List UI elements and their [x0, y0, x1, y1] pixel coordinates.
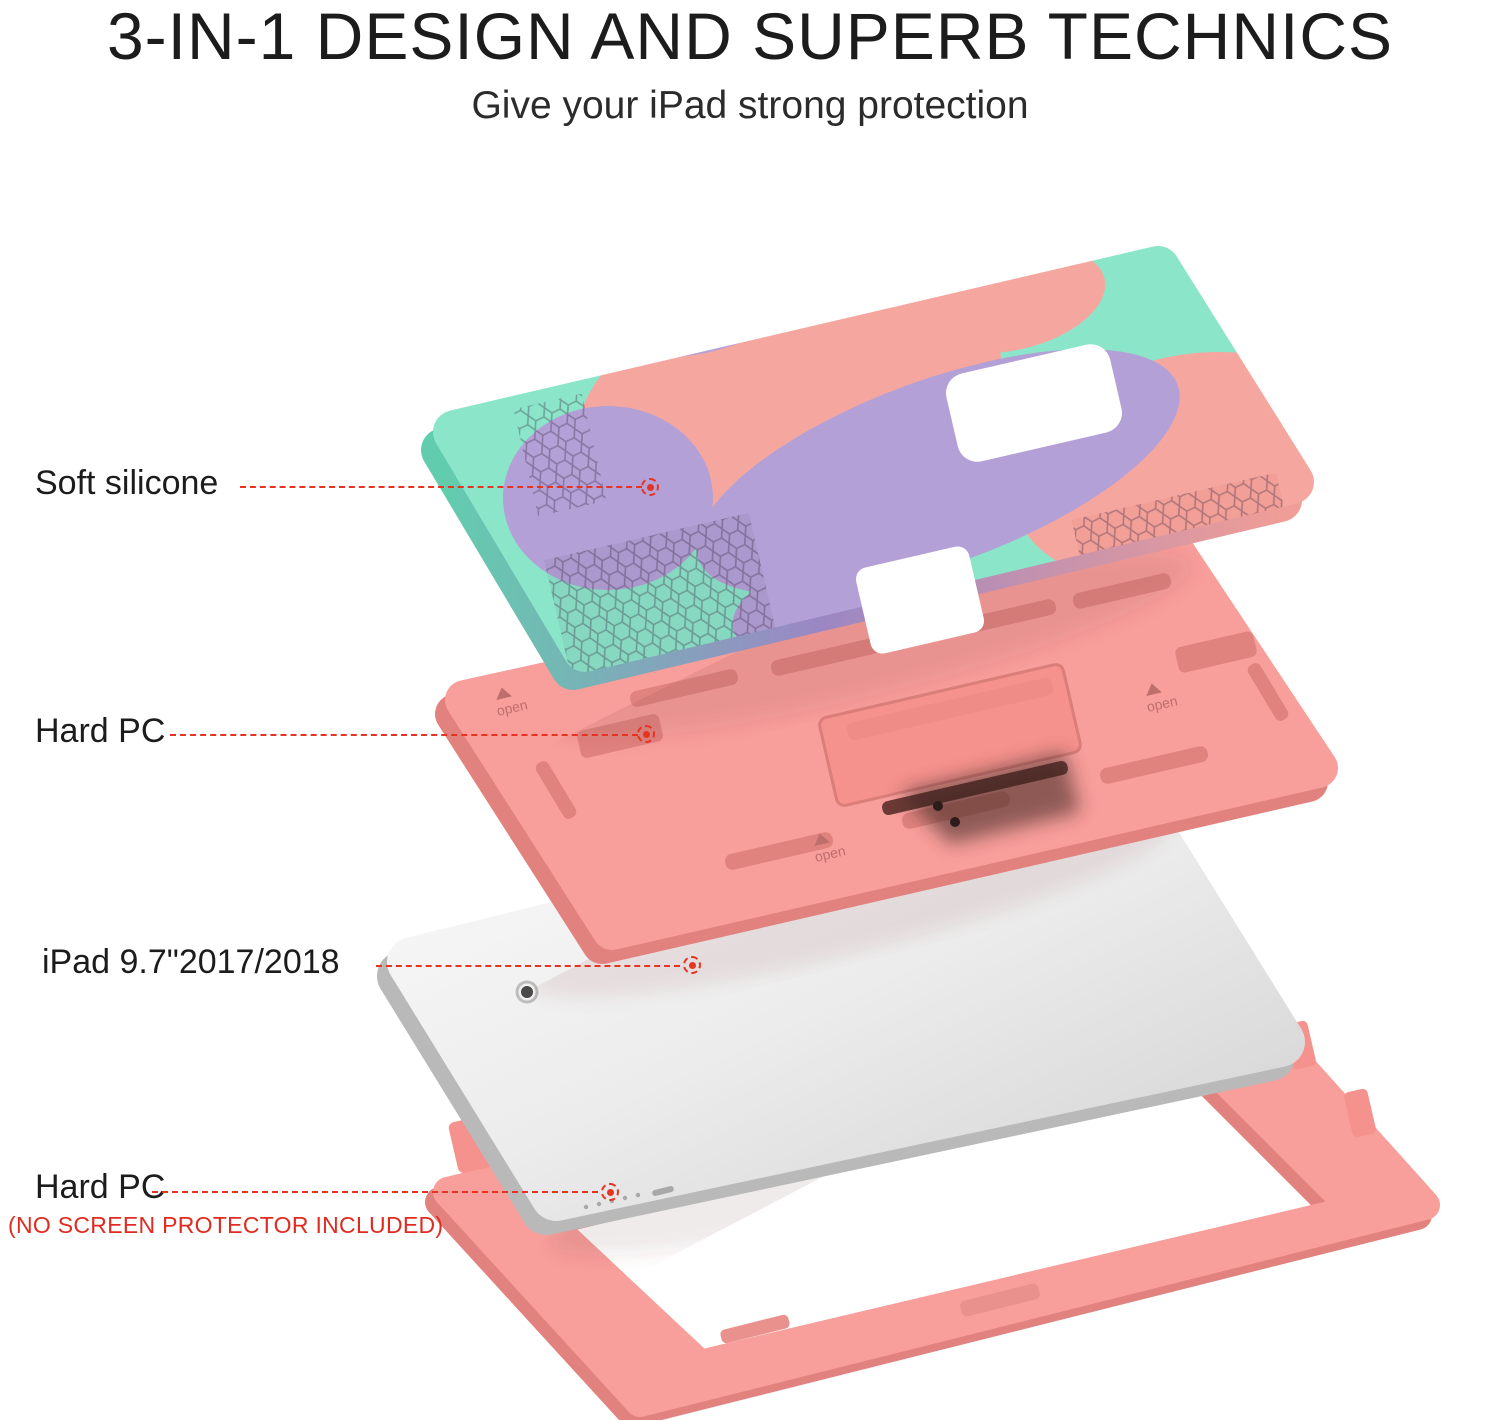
- open-arrow-icon: [814, 833, 830, 846]
- annotation-label: iPad 9.7"2017/2018: [42, 943, 340, 981]
- annotation-soft-silicone: Soft silicone: [35, 464, 218, 503]
- page-title: 3-IN-1 DESIGN AND SUPERB TECHNICS: [106, 0, 1394, 73]
- honeycomb-grip-texture: [513, 269, 1299, 678]
- open-mark: open: [813, 833, 847, 865]
- open-label: open: [813, 842, 847, 865]
- target-marker-soft-silicone: [641, 478, 659, 496]
- leader-line-soft-silicone: [240, 486, 642, 488]
- ipad-port-holes: [583, 1186, 674, 1210]
- annotation-label: Soft silicone: [35, 464, 219, 502]
- kickstand-hinge: [933, 801, 943, 811]
- ipad-camera-ring: [515, 980, 539, 1004]
- silicone-case-layer: [380, 215, 1370, 705]
- frame-slot: [720, 1314, 790, 1344]
- leader-line-hard-pc-top: [170, 734, 638, 736]
- case-window-cutout: [946, 344, 1122, 462]
- target-marker-ipad: [683, 956, 701, 974]
- header: 3-IN-1 DESIGN AND SUPERB TECHNICS Give y…: [0, 0, 1500, 128]
- annotation-label: Hard PC: [35, 712, 166, 750]
- page-subtitle: Give your iPad strong protection: [471, 83, 1029, 127]
- target-marker-hard-pc-top: [637, 725, 655, 743]
- leader-line-hard-pc-bottom: [152, 1191, 598, 1193]
- kickstand-hinge: [950, 817, 960, 827]
- kickstand-shadow: [900, 752, 1080, 844]
- annotation-hard-pc-bottom: Hard PC: [35, 1168, 165, 1207]
- camo-blob-pink: [918, 246, 1106, 354]
- ipad-camera-icon: [521, 986, 533, 998]
- annotation-label: Hard PC: [35, 1168, 166, 1206]
- leader-line-ipad: [376, 965, 680, 967]
- target-marker-hard-pc-bottom: [601, 1183, 619, 1201]
- no-screen-protector-note: (NO SCREEN PROTECTOR INCLUDED): [8, 1212, 444, 1238]
- case-kickstand-cutout: [855, 546, 985, 654]
- case-camera-hole: [1214, 291, 1230, 307]
- annotation-ipad: iPad 9.7"2017/2018: [42, 943, 340, 982]
- frame-slot: [960, 1283, 1040, 1317]
- frame-clip: [1344, 1088, 1376, 1138]
- annotation-hard-pc-top: Hard PC: [35, 712, 165, 751]
